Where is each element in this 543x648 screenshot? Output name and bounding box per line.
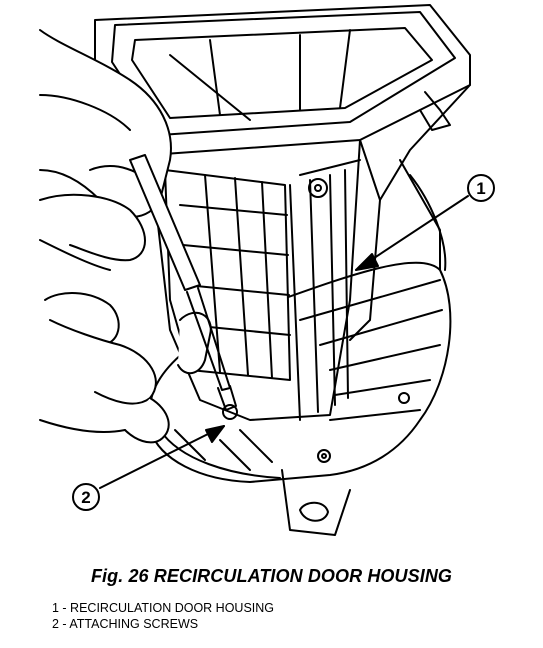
callout-leaders (99, 195, 469, 489)
legend-item: 1 - RECIRCULATION DOOR HOUSING (52, 601, 275, 615)
legend: 1 - RECIRCULATION DOOR HOUSING 2 - ATTAC… (52, 600, 274, 632)
blower-housing (149, 159, 452, 536)
screwdriver (129, 154, 238, 420)
recirculation-door-housing-illustration: 1 2 (39, 4, 495, 536)
legend-item: 2 - ATTACHING SCREWS (52, 617, 199, 631)
callout-2: 2 (72, 483, 100, 511)
callout-2-arrowhead (205, 425, 225, 443)
callout-2-leader (99, 425, 225, 489)
callout-1-arrowhead (355, 253, 379, 271)
callout-1-number: 1 (476, 179, 485, 198)
figure-caption: Fig. 26 RECIRCULATION DOOR HOUSING (90, 566, 453, 586)
callout-1: 1 (467, 174, 495, 202)
callout-2-number: 2 (81, 488, 90, 507)
